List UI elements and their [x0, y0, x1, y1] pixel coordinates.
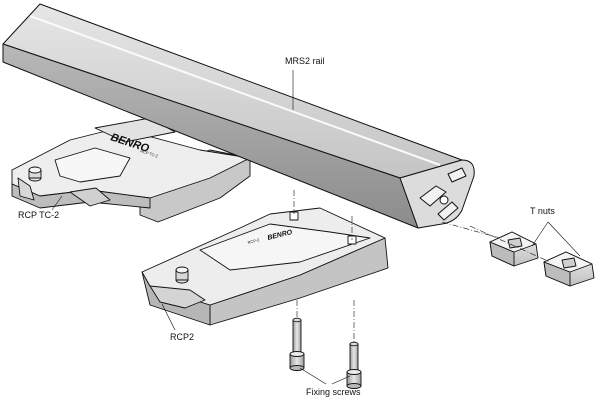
fixing-screw-left: [289, 317, 305, 371]
label-rcp-tc2: RCP TC-2: [18, 210, 59, 220]
t-nut-upper: [489, 231, 539, 267]
label-t-nuts: T nuts: [530, 206, 555, 216]
rcp-tc2-model-marking: RCP TC-2: [140, 148, 160, 159]
fixing-screw-right: [346, 341, 362, 389]
t-nut-lower: [543, 251, 595, 287]
label-mrs2-rail: MRS2 rail: [285, 56, 325, 66]
rcp2-plate: [141, 207, 389, 326]
leader-lines: [51, 70, 581, 385]
rcp-tc2-plate: [11, 117, 251, 223]
mrs2-rail: [2, 3, 475, 229]
label-rcp2: RCP2: [170, 332, 194, 342]
label-fixing-screws: Fixing screws: [306, 387, 361, 397]
rcp2-model-marking: RCP-2: [247, 237, 261, 245]
assembly-axis-lines: [293, 190, 551, 342]
